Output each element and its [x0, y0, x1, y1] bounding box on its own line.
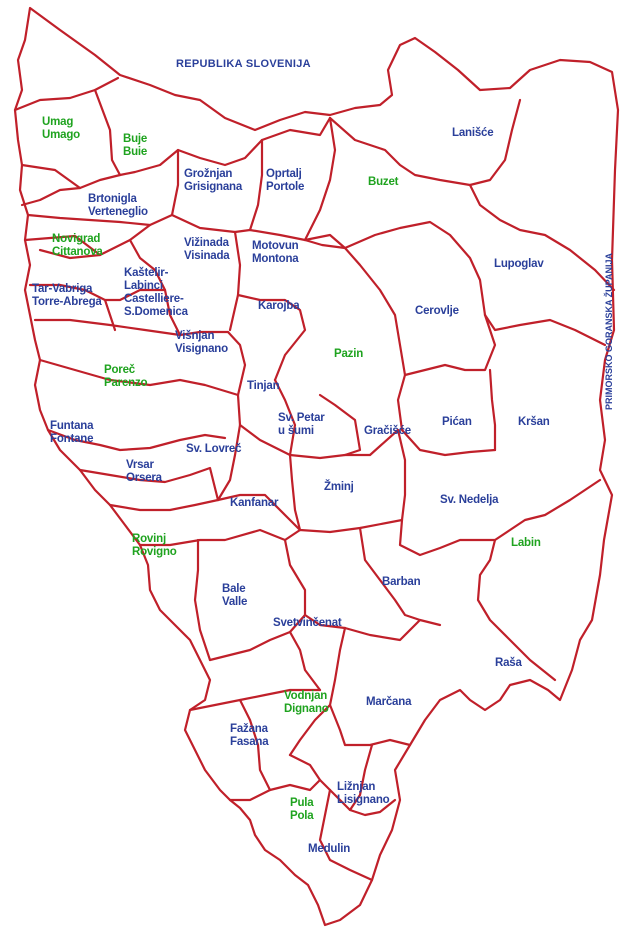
label-novigrad-it: Cittanova	[52, 246, 103, 258]
label-barban: Barban	[382, 576, 421, 588]
label-sv-petar: Sv. Petar u šumi	[278, 412, 325, 438]
label-tar-vabriga-it: Torre-Abrega	[32, 296, 102, 308]
label-motovun: Motovun Montona	[252, 240, 299, 266]
label-zminj: Žminj	[324, 481, 354, 493]
label-funtana: Funtana Fontane	[50, 420, 94, 446]
label-kanfanar: Kanfanar	[230, 497, 279, 509]
label-buzet: Buzet	[368, 176, 399, 188]
label-porec-it: Parenzo	[104, 377, 148, 389]
label-cerovlje: Cerovlje	[415, 305, 459, 317]
label-kastelir-4: S.Domenica	[124, 306, 188, 318]
label-umag-hr: Umag	[42, 116, 74, 128]
label-rasa: Raša	[495, 657, 522, 669]
label-porec-hr: Poreč	[104, 364, 135, 376]
label-pula-hr: Pula	[290, 797, 314, 809]
label-viznjada-hr: Vižinada	[184, 237, 229, 249]
label-vrsar: Vrsar Orsera	[126, 459, 162, 485]
label-oprtalj-it: Portole	[266, 181, 305, 193]
label-brtonigla-hr: Brtonigla	[88, 193, 137, 205]
label-tinjan: Tinjan	[247, 380, 280, 392]
region-borders	[13, 6, 620, 927]
label-sv-nedelja: Sv. Nedelja	[440, 494, 499, 506]
label-porec: Poreč Parenzo	[104, 364, 148, 390]
label-funtana-it: Fontane	[50, 433, 94, 445]
label-visnjan-it: Visignano	[175, 343, 228, 355]
label-karojba: Karojba	[258, 300, 300, 312]
label-bale-hr: Bale	[222, 583, 246, 595]
label-umag: Umag Umago	[42, 116, 80, 142]
label-liznjan-hr: Ližnjan	[337, 781, 376, 793]
label-buje-hr: Buje	[123, 133, 148, 145]
label-lupoglav: Lupoglav	[494, 258, 544, 270]
label-rovinj: Rovinj Rovigno	[132, 533, 177, 559]
label-sv-petar-2: u šumi	[278, 425, 314, 437]
label-viznjada-it: Visinada	[184, 250, 230, 262]
label-krsan: Kršan	[518, 416, 550, 428]
label-pazin: Pazin	[334, 348, 364, 360]
label-visnjan-hr: Višnjan	[175, 330, 215, 342]
label-kastelir: Kaštelir- Labinci Castelliere- S.Domenic…	[124, 267, 188, 319]
label-fazana: Fažana Fasana	[230, 723, 269, 749]
label-svetvincenat: Svetvinčenat	[273, 617, 342, 629]
label-vodnjan-hr: Vodnjan	[284, 690, 328, 702]
label-kastelir-3: Castelliere-	[124, 293, 184, 305]
label-oprtalj-hr: Oprtalj	[266, 168, 302, 180]
label-novigrad: Novigrad Cittanova	[52, 233, 103, 259]
label-buje-it: Buie	[123, 146, 148, 158]
label-liznjan-it: Lisignano	[337, 794, 390, 806]
label-fazana-hr: Fažana	[230, 723, 268, 735]
label-liznjan: Ližnjan Lisignano	[337, 781, 390, 807]
label-vrsar-it: Orsera	[126, 472, 162, 484]
label-kastelir-1: Kaštelir-	[124, 267, 169, 279]
label-slovenia: REPUBLIKA SLOVENIJA	[176, 58, 311, 70]
label-tar-vabriga-hr: Tar-Vabriga	[32, 283, 93, 295]
label-visnjan: Višnjan Visignano	[175, 330, 228, 356]
label-buje: Buje Buie	[123, 133, 147, 159]
label-bale: Bale Valle	[222, 583, 247, 609]
label-primorsko-goranska: PRIMORSKO GORANSKA ŽUPANIJA	[604, 252, 614, 410]
label-pula-it: Pola	[290, 810, 314, 822]
label-groznjan-hr: Grožnjan	[184, 168, 233, 180]
label-labin: Labin	[511, 537, 541, 549]
label-groznjan-it: Grisignana	[184, 181, 243, 193]
label-brtonigla: Brtonigla Verteneglio	[88, 193, 148, 219]
label-tar-vabriga: Tar-Vabriga Torre-Abrega	[32, 283, 102, 309]
label-funtana-hr: Funtana	[50, 420, 94, 432]
label-medulin: Medulin	[308, 843, 351, 855]
label-sv-petar-1: Sv. Petar	[278, 412, 325, 424]
label-rovinj-it: Rovigno	[132, 546, 177, 558]
label-vodnjan-it: Dignano	[284, 703, 329, 715]
label-sv-lovrec: Sv. Lovreč	[186, 443, 242, 455]
label-vrsar-hr: Vrsar	[126, 459, 154, 471]
label-rovinj-hr: Rovinj	[132, 533, 166, 545]
county-outline	[13, 6, 620, 927]
label-kastelir-2: Labinci	[124, 280, 163, 292]
label-brtonigla-it: Verteneglio	[88, 206, 148, 218]
label-novigrad-hr: Novigrad	[52, 233, 101, 245]
label-groznjan: Grožnjan Grisignana	[184, 168, 242, 194]
label-oprtalj: Oprtalj Portole	[266, 168, 304, 194]
label-viznjada: Vižinada Visinada	[184, 237, 230, 263]
label-umag-it: Umago	[42, 129, 80, 141]
label-bale-it: Valle	[222, 596, 248, 608]
label-pula: Pula Pola	[290, 797, 314, 823]
label-gracisce: Gračišće	[364, 425, 411, 437]
label-vodnjan: Vodnjan Dignano	[284, 690, 329, 716]
label-marcana: Marčana	[366, 696, 412, 708]
label-fazana-it: Fasana	[230, 736, 269, 748]
label-motovun-it: Montona	[252, 253, 299, 265]
label-pican: Pićan	[442, 416, 472, 428]
label-lanisce: Lanišće	[452, 127, 494, 139]
label-motovun-hr: Motovun	[252, 240, 299, 252]
